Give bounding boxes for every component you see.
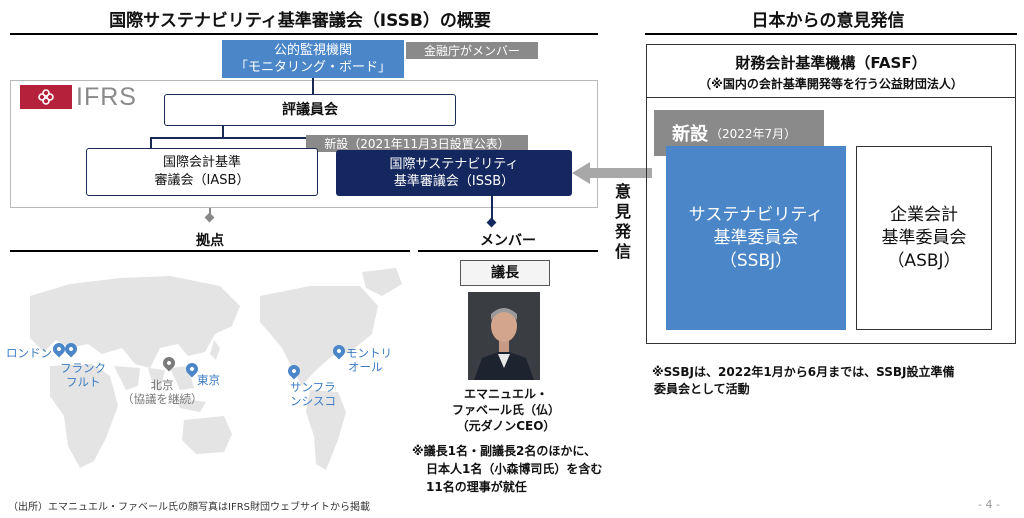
asbj-line2: 基準委員会	[881, 227, 967, 248]
iasb-line1: 国際会計基準	[162, 155, 241, 171]
city-label-frankfurt-1: フランク	[60, 361, 106, 375]
bases-header-underline	[10, 250, 410, 252]
city-label-sf-2: ンシスコ	[290, 394, 336, 409]
chair-name: エマニュエル・ ファベール氏（仏） （元ダノンCEO）	[446, 386, 566, 434]
city-label-beijing-1: 北京	[150, 378, 174, 392]
ssbj-line1: サステナビリティ	[688, 204, 824, 225]
members-note-line1: ※議長1名・副議長2名のほかに、	[412, 444, 597, 458]
connector-line	[312, 78, 314, 95]
ssbj-note-line2: 委員会として活動	[654, 382, 750, 396]
fsa-member-tag: 金融庁がメンバー	[406, 42, 538, 59]
members-note-line2: 日本人1名（小森博司氏）を含む	[426, 462, 603, 476]
connector-line	[222, 126, 224, 138]
monitoring-board-box: 公的監視機関 「モニタリング・ボード」	[222, 40, 404, 78]
issb-box: 国際サステナビリティ 基準審議会（ISSB）	[336, 150, 572, 196]
members-note: ※議長1名・副議長2名のほかに、 日本人1名（小森博司氏）を含む 11名の理事が…	[412, 442, 632, 496]
issb-line2: 基準審議会（ISSB）	[393, 174, 515, 189]
chair-name-line1: エマニュエル・	[463, 387, 548, 401]
world-map	[30, 268, 402, 470]
ssbj-new-date: （2022年7月）	[710, 126, 797, 141]
ssbj-note: ※SSBJは、2022年1月から6月までは、SSBJ設立準備 委員会として活動	[652, 364, 1016, 398]
ifrs-frame	[10, 80, 598, 208]
diamond-marker-icon	[204, 212, 215, 223]
issb-new-tag: 新設（2021年11月3日設置公表）	[306, 135, 528, 152]
ifrs-logo: IFRS	[20, 82, 150, 111]
city-label-san-francisco: サンフラ ンシスコ	[290, 380, 336, 409]
iasb-box: 国際会計基準 審議会（IASB）	[86, 148, 318, 196]
left-title-underline	[10, 33, 598, 35]
asbj-line1: 企業会計	[890, 204, 958, 225]
monitoring-board-line1: 公的監視機関	[273, 43, 352, 58]
ssbj-new-label: 新設	[672, 124, 708, 145]
ssbj-box: サステナビリティ 基準委員会 （SSBJ）	[666, 146, 846, 330]
city-label-beijing: 北京 （協議を継続）	[122, 378, 203, 407]
left-title: 国際サステナビリティ基準審議会（ISSB）の概要	[109, 11, 491, 31]
city-label-sf-1: サンフラ	[290, 380, 336, 394]
members-note-line3: 11名の理事が就任	[426, 480, 527, 494]
fasf-divider	[646, 97, 1016, 98]
chair-label-box: 議長	[460, 260, 550, 286]
right-title-underline	[645, 33, 1017, 35]
city-label-montreal-1: モントリ	[346, 346, 392, 360]
opinion-vertical-label: 意 見 発 信	[612, 182, 634, 262]
right-title: 日本からの意見発信	[751, 11, 905, 31]
connector-line	[150, 137, 152, 149]
city-label-frankfurt-2: フルト	[66, 375, 101, 390]
city-label-beijing-2: （協議を継続）	[122, 392, 203, 407]
chair-name-line3: （元ダノンCEO）	[456, 419, 556, 433]
city-label-tokyo: 東京	[197, 373, 220, 387]
members-header-underline	[418, 250, 598, 252]
fasf-title: 財務会計基準機構（FASF）	[735, 54, 927, 72]
monitoring-board-line2: 「モニタリング・ボード」	[234, 60, 391, 75]
ssbj-note-line1: ※SSBJは、2022年1月から6月までは、SSBJ設立準備	[652, 365, 955, 379]
opinion-char: 意	[614, 182, 631, 201]
ifrs-logo-mark-icon	[20, 85, 72, 109]
fasf-subtitle: （※国内の会計基準開発等を行う公益財団法人）	[699, 77, 963, 91]
ifrs-logo-text: IFRS	[76, 82, 137, 111]
asbj-box: 企業会計 基準委員会 （ASBJ）	[856, 146, 992, 330]
opinion-char: 発	[614, 222, 631, 241]
city-label-london: ロンドン	[6, 346, 52, 360]
page-number: - 4 -	[978, 498, 1000, 511]
asbj-line3: （ASBJ）	[887, 250, 961, 271]
opinion-char: 信	[614, 242, 631, 261]
iasb-line2: 審議会（IASB）	[154, 173, 250, 188]
source-note: （出所）エマニュエル・ファベール氏の顔写真はIFRS財団ウェブサイトから掲載	[8, 502, 370, 513]
opinion-char: 見	[614, 202, 631, 221]
diamond-marker-icon	[486, 217, 497, 228]
bases-header: 拠点	[196, 233, 224, 249]
chair-name-line2: ファベール氏（仏）	[451, 403, 560, 417]
ssbj-line2: 基準委員会	[713, 227, 799, 248]
city-label-frankfurt: フランク フルト	[60, 361, 106, 390]
city-label-montreal-2: オール	[348, 360, 383, 375]
ssbj-line3: （SSBJ）	[719, 250, 793, 271]
trustees-box: 評議員会	[164, 94, 456, 126]
chair-portrait	[468, 292, 540, 380]
connector-line	[491, 196, 493, 222]
city-label-montreal: モントリ オール	[346, 346, 392, 375]
members-header: メンバー	[480, 233, 536, 249]
fasf-frame	[646, 44, 1016, 344]
issb-line1: 国際サステナビリティ	[389, 157, 519, 172]
left-arrow-icon	[572, 162, 652, 184]
